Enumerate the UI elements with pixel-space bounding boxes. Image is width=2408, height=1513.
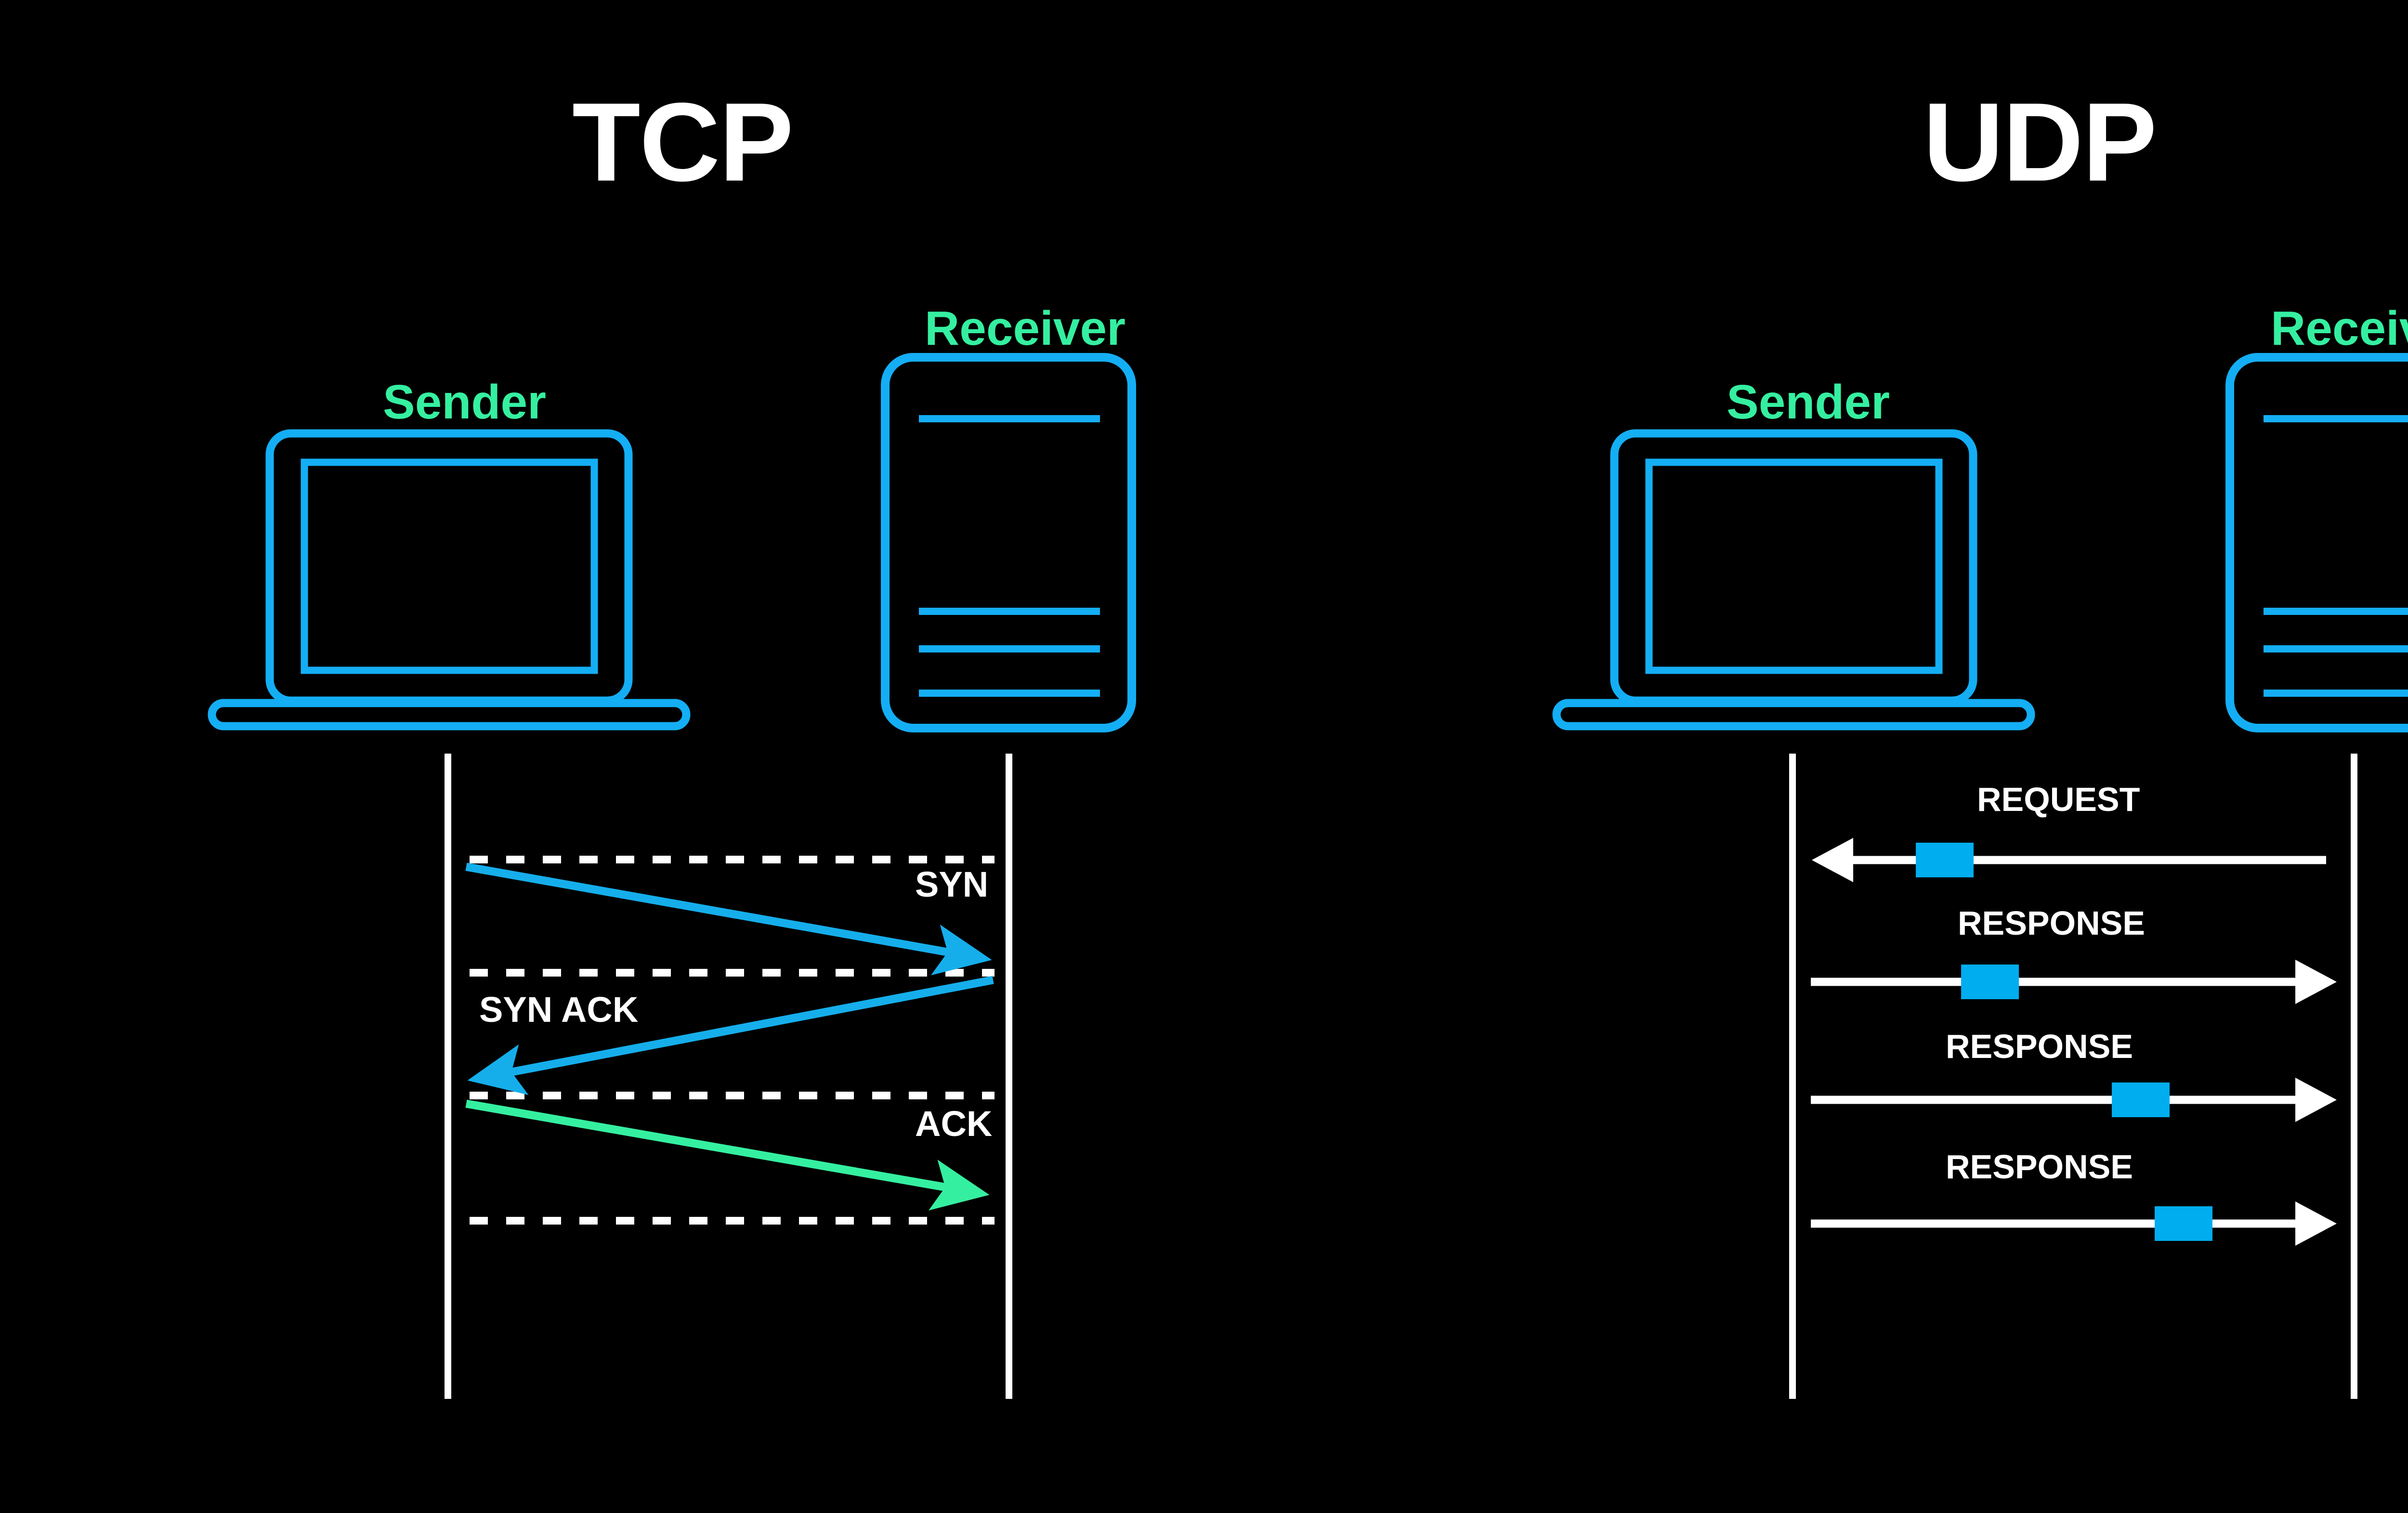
- tcp-arrow-ack: [465, 1099, 990, 1211]
- packet-block-icon: [1961, 965, 2019, 999]
- laptop-body: [265, 429, 633, 705]
- udp-message-response-1: [1811, 960, 2337, 1004]
- tcp-arrow-syn-ack: [467, 976, 994, 1095]
- server-icon: [2225, 353, 2408, 732]
- server-line-2: [2264, 608, 2408, 615]
- udp-message-response-3: [1811, 1201, 2337, 1246]
- arrow-right-icon: [2295, 1078, 2337, 1122]
- packet-block-icon: [2155, 1206, 2212, 1241]
- laptop-screen: [1645, 458, 1943, 674]
- server-line-1: [919, 415, 1100, 422]
- server-line-3: [919, 645, 1100, 652]
- packet-block-icon: [2112, 1083, 2170, 1117]
- dashed-separator-icon: [470, 856, 995, 1225]
- tcp-message-label-syn-ack: SYN ACK: [479, 990, 639, 1030]
- arrow-right-icon: [2295, 1201, 2337, 1246]
- server-line-4: [2264, 690, 2408, 697]
- packet-block-icon: [1916, 843, 1974, 877]
- udp-panel-graphics: [1552, 353, 2408, 1399]
- server-line-3: [2264, 645, 2408, 652]
- arrow-right-icon: [2295, 960, 2337, 1004]
- udp-message-label-response-1: RESPONSE: [1958, 904, 2145, 942]
- laptop-icon: [1552, 429, 2035, 730]
- server-line-4: [919, 690, 1100, 697]
- udp-sender-label: Sender: [1727, 375, 1890, 429]
- udp-message-label-response-3: RESPONSE: [1946, 1148, 2133, 1186]
- tcp-panel-graphics: [208, 353, 1136, 1399]
- udp-message-response-2: [1811, 1078, 2337, 1122]
- panel-title-udp: UDP: [1923, 80, 2157, 205]
- server-body: [881, 353, 1136, 732]
- laptop-base: [1552, 699, 2035, 730]
- server-line-2: [919, 608, 1100, 615]
- tcp-receiver-label: Receiver: [925, 301, 1125, 355]
- laptop-base: [208, 699, 691, 730]
- tcp-arrow-syn: [465, 862, 992, 976]
- udp-message-label-response-2: RESPONSE: [1946, 1028, 2133, 1065]
- laptop-body: [1610, 429, 1977, 705]
- arrow-left-icon: [1812, 838, 1853, 882]
- udp-receiver-label: Receiver: [2271, 301, 2408, 355]
- udp-message-request: [1812, 838, 2326, 882]
- server-line-1: [2264, 415, 2408, 422]
- tcp-message-label-ack: ACK: [915, 1104, 993, 1144]
- server-body: [2225, 353, 2408, 732]
- laptop-icon: [208, 429, 691, 730]
- udp-message-label-request: REQUEST: [1977, 781, 2140, 818]
- tcp-sender-label: Sender: [383, 375, 547, 429]
- laptop-screen: [301, 458, 598, 674]
- panel-title-tcp: TCP: [572, 80, 794, 205]
- server-icon: [881, 353, 1136, 732]
- tcp-message-label-syn: SYN: [915, 864, 989, 904]
